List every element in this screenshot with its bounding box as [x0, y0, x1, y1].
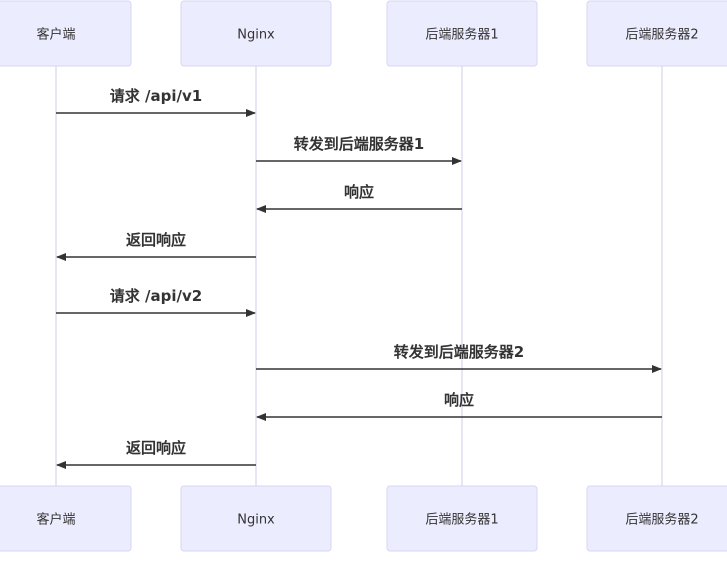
actor-client-top: 客户端 [0, 0, 132, 67]
actor-backend2-top: 后端服务器2 [586, 0, 727, 67]
message-label: 响应 [444, 391, 474, 409]
message-label: 返回响应 [126, 231, 186, 249]
actor-backend1-bottom: 后端服务器1 [386, 485, 538, 552]
message-label: 转发到后端服务器2 [394, 343, 524, 361]
actor-box [386, 0, 538, 67]
actor-nginx-top: Nginx [180, 0, 332, 67]
actor-label: Nginx [237, 513, 275, 528]
message-3: 响应 [256, 183, 462, 213]
actor-box [386, 485, 538, 552]
message-6: 转发到后端服务器2 [256, 343, 662, 373]
message-5: 请求 /api/v2 [56, 287, 256, 317]
message-label: 转发到后端服务器1 [294, 135, 424, 153]
actor-label: 后端服务器2 [625, 512, 698, 528]
actor-nginx-bottom: Nginx [180, 485, 332, 552]
actor-label: 后端服务器1 [425, 27, 498, 43]
actor-label: 客户端 [36, 512, 75, 528]
message-1: 请求 /api/v1 [56, 87, 256, 117]
actor-box [586, 0, 727, 67]
message-label: 请求 /api/v2 [110, 287, 202, 305]
message-8: 返回响应 [56, 439, 256, 469]
actor-label: Nginx [237, 28, 275, 43]
message-label: 返回响应 [126, 439, 186, 457]
actor-box [586, 485, 727, 552]
message-2: 转发到后端服务器1 [256, 135, 462, 165]
actor-box [0, 0, 132, 67]
actor-box [180, 485, 332, 552]
actor-label: 客户端 [36, 27, 75, 43]
actor-label: 后端服务器2 [625, 27, 698, 43]
actor-box [0, 485, 132, 552]
message-7: 响应 [256, 391, 662, 421]
message-4: 返回响应 [56, 231, 256, 261]
actor-label: 后端服务器1 [425, 512, 498, 528]
actor-backend2-bottom: 后端服务器2 [586, 485, 727, 552]
message-label: 响应 [344, 183, 374, 201]
actor-client-bottom: 客户端 [0, 485, 132, 552]
actor-backend1-top: 后端服务器1 [386, 0, 538, 67]
actor-box [180, 0, 332, 67]
message-label: 请求 /api/v1 [110, 87, 202, 105]
